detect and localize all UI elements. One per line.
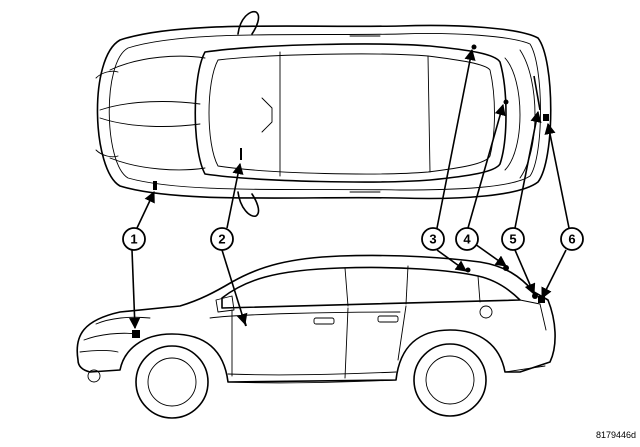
callout-2-label: 2 [218,232,225,247]
callout-5: 5 [501,227,525,251]
callout-3-label: 3 [429,232,436,247]
figure-reference: 8179446d [596,430,636,440]
callout-6: 6 [560,227,584,251]
callout-4-label: 4 [463,232,471,247]
callout-1-label: 1 [130,232,137,247]
callout-5-label: 5 [509,232,516,247]
leader-lines [129,48,570,330]
callout-1: 1 [122,227,146,251]
vehicle-side-view [76,254,556,419]
vehicle-top-view [95,10,552,217]
callout-6-label: 6 [568,232,575,247]
callout-2: 2 [210,227,234,251]
callout-4: 4 [455,227,479,251]
callout-3: 3 [421,227,445,251]
